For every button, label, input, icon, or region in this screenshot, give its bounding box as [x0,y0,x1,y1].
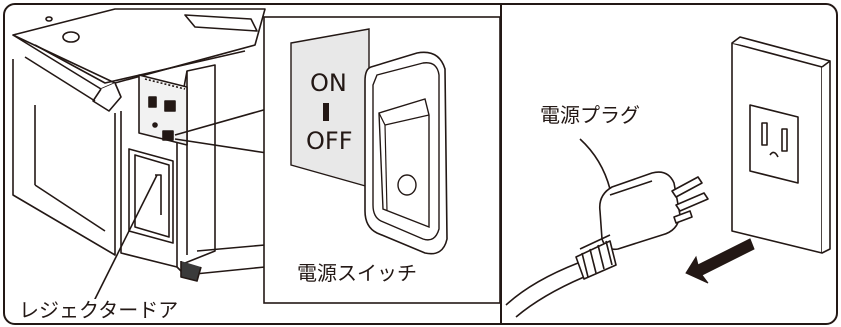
switch-closeup [263,16,500,304]
machine-panel: ON OFF 電源スイッチ レジェクタードア [3,3,502,325]
switch-off-legend: OFF [306,127,353,155]
reject-door-label: レジェクタードア [17,298,181,322]
plug-drawing [505,36,831,318]
switch-on-legend: ON [310,69,347,97]
direction-arrow-icon [685,238,755,284]
power-plug-label: 電源プラグ [540,103,640,127]
plug-panel: 電源プラグ [500,3,838,325]
power-switch-label: 電源スイッチ [297,261,417,285]
machine-drawing [12,8,500,304]
